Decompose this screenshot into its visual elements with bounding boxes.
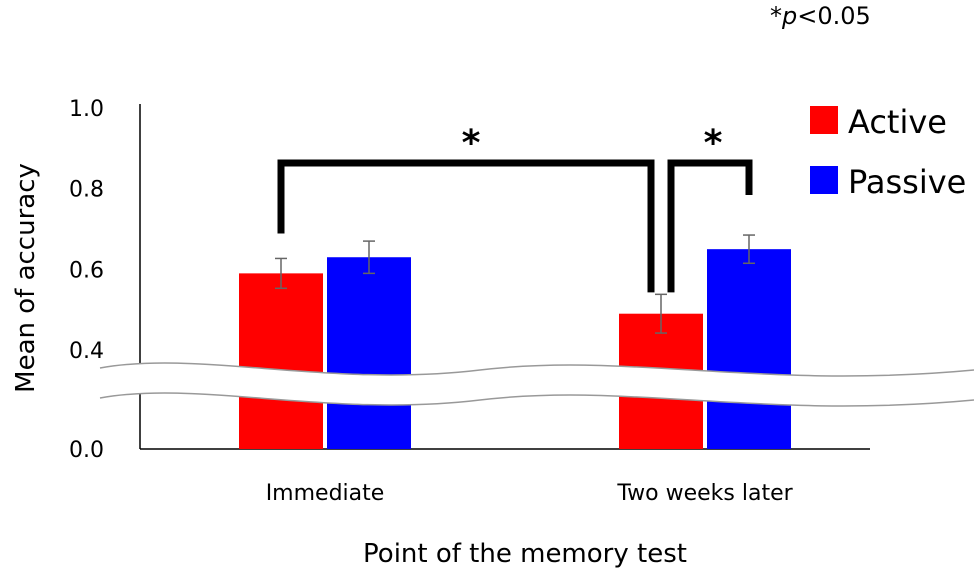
legend-label-passive: Passive (848, 163, 966, 201)
bar-active-0 (239, 273, 323, 449)
sig-note-star: * (770, 2, 782, 30)
y-tick-label: 0.6 (69, 258, 104, 283)
sig-note-p: p (782, 2, 798, 30)
sig-note-threshold: <0.05 (797, 2, 871, 30)
x-axis-title: Point of the memory test (363, 539, 687, 569)
y-axis-title: Mean of accuracy (11, 163, 41, 393)
significance-star: * (462, 123, 481, 164)
legend-label-active: Active (848, 103, 947, 141)
x-tick-label: Two weeks later (616, 481, 793, 506)
bar-passive-1 (707, 249, 791, 449)
significance-star: * (704, 123, 723, 164)
y-tick-label: 1.0 (69, 97, 104, 122)
bar-passive-0 (327, 257, 411, 449)
significance-note: *p<0.05 (770, 2, 871, 30)
y-tick-label: 0.0 (69, 438, 104, 463)
legend-swatch-passive (810, 166, 838, 194)
legend-swatch-active (810, 106, 838, 134)
x-tick-label: Immediate (266, 481, 385, 506)
y-tick-label: 0.8 (69, 178, 104, 203)
axis-break-line-top (99, 362, 974, 377)
axis-break-band (100, 363, 974, 406)
significance-bracket (277, 159, 655, 293)
y-tick-label: 0.4 (69, 339, 104, 364)
significance-bracket (667, 159, 753, 293)
axis-break-line-bottom (99, 392, 974, 407)
